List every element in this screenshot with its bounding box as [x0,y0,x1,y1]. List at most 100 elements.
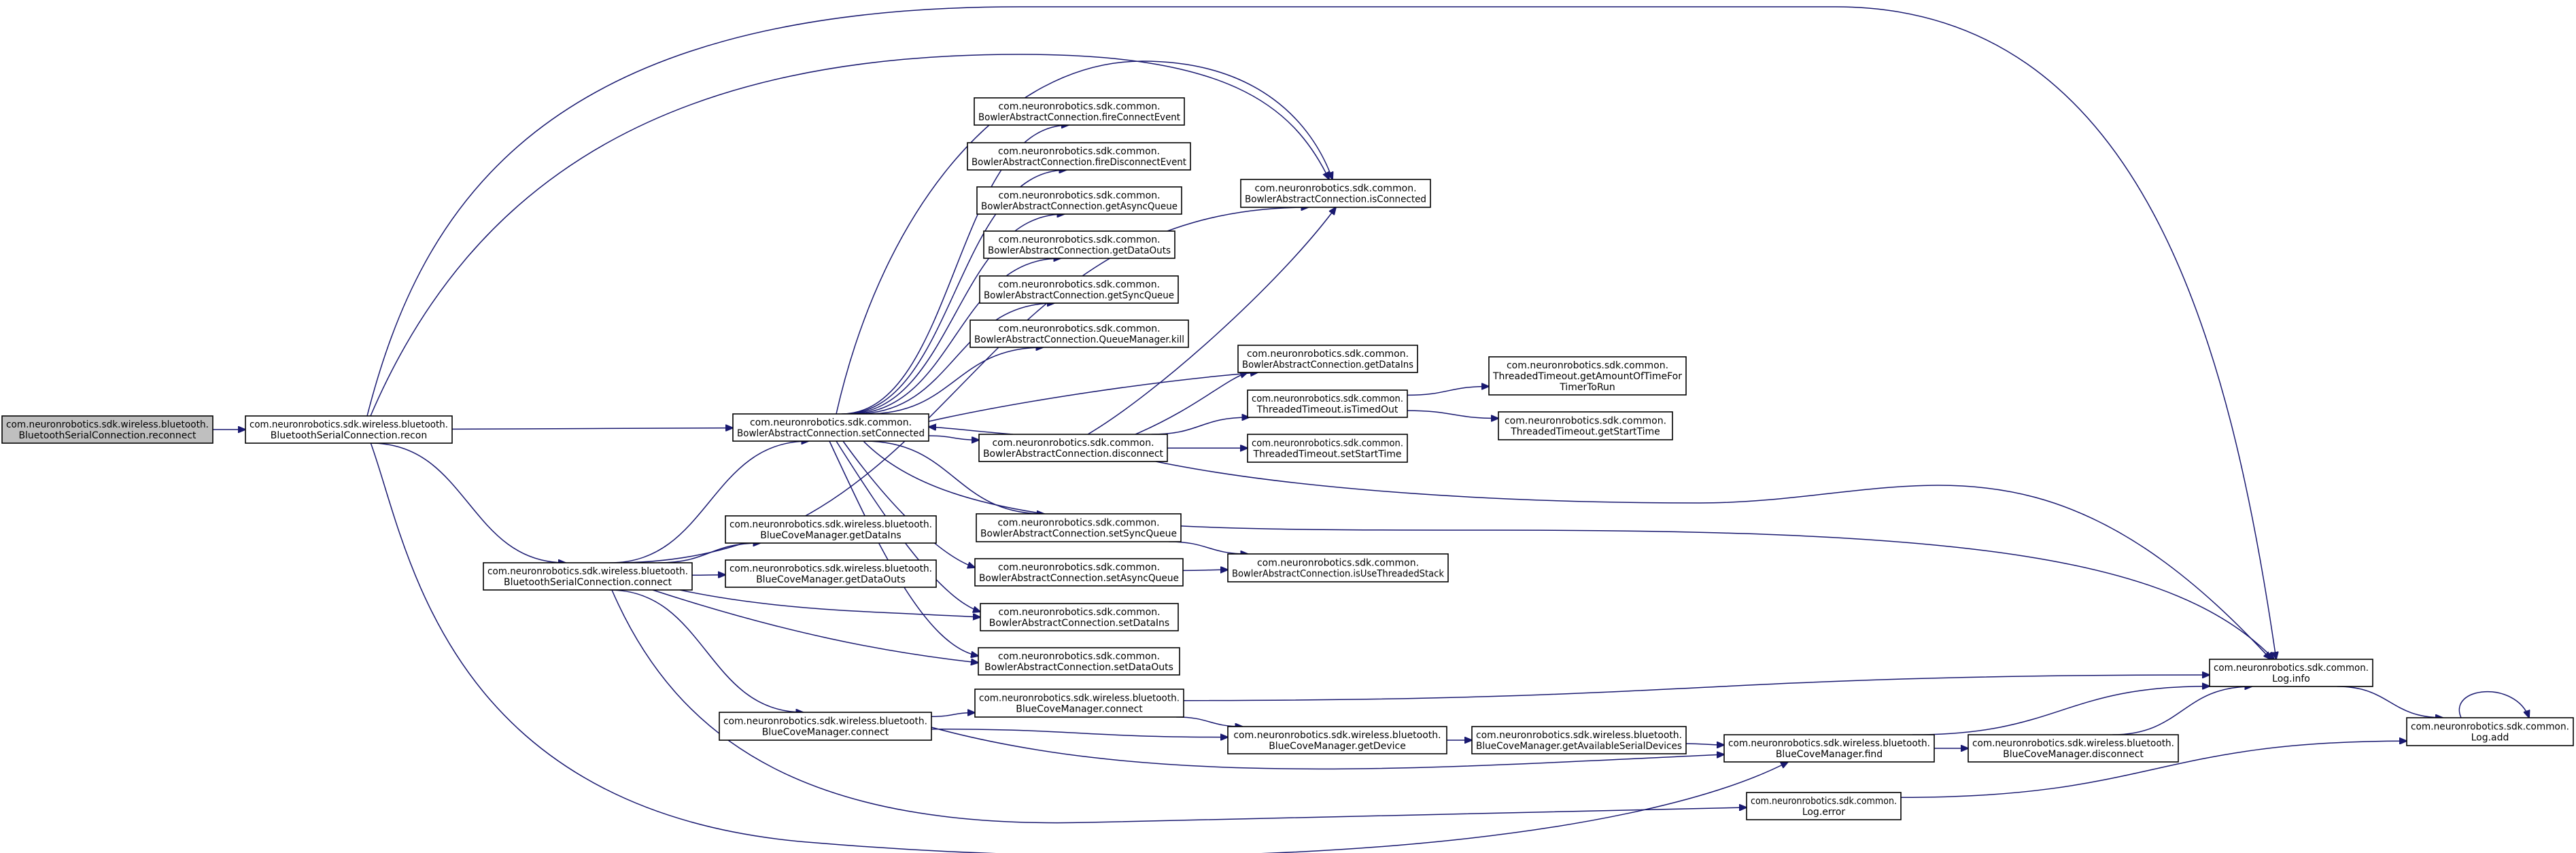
node-bcmConnectA[interactable]: com.neuronrobotics.sdk.wireless.bluetoot… [719,712,932,741]
node-bacGetDataOuts[interactable]: com.neuronrobotics.sdk.common.BowlerAbst… [983,230,1175,259]
node-label-line: BlueCoveManager.disconnect [2003,749,2144,760]
node-box [967,142,1191,171]
edge-bscConnect-to-isConnected [614,207,1309,563]
node-queueKill[interactable]: com.neuronrobotics.sdk.common.BowlerAbst… [969,319,1189,348]
edge-setConnected-to-isConnected [836,60,1333,415]
node-label-line: BowlerAbstractConnection.setAsyncQueue [979,573,1179,584]
node-label-line: ThreadedTimeout.getStartTime [1510,427,1660,438]
node-bscConnect[interactable]: com.neuronrobotics.sdk.wireless.bluetoot… [483,562,693,591]
node-label-line: BowlerAbstractConnection.getSyncQueue [984,290,1174,301]
edge-setConnected-to-queueKill [866,347,1044,415]
node-box [978,647,1180,676]
edge-setConnected-to-getSyncQueue [855,303,1054,415]
node-box [1968,734,2179,763]
node-label-line: com.neuronrobotics.sdk.common. [750,417,912,428]
node-getStartTime[interactable]: com.neuronrobotics.sdk.common.ThreadedTi… [1498,411,1673,440]
node-label-line: BowlerAbstractConnection.fireConnectEven… [978,112,1180,123]
node-label-line: com.neuronrobotics.sdk.common. [997,518,1159,529]
node-box [1,415,213,444]
edge-bscConnect-to-bcmGetDataOuts [691,575,725,576]
node-box [1240,179,1431,208]
node-isUseThreadedStack[interactable]: com.neuronrobotics.sdk.common.BowlerAbst… [1227,553,1449,582]
node-getSyncQueue[interactable]: com.neuronrobotics.sdk.common.BowlerAbst… [979,275,1179,304]
node-box [978,434,1168,462]
node-label-line: com.neuronrobotics.sdk.common. [1505,416,1666,427]
node-label-line: com.neuronrobotics.sdk.wireless.bluetoot… [1233,730,1441,741]
node-logError[interactable]: com.neuronrobotics.sdk.common.Log.error [1746,792,1902,820]
node-isTimedOut[interactable]: com.neuronrobotics.sdk.common.ThreadedTi… [1247,389,1408,418]
node-bcmGetDataIns[interactable]: com.neuronrobotics.sdk.wireless.bluetoot… [725,515,937,544]
edge-setSyncQueue-to-isUseThreadedStack [1169,541,1248,554]
node-label-line: com.neuronrobotics.sdk.common. [998,279,1160,290]
node-label-line: com.neuronrobotics.sdk.wireless.bluetoot… [250,419,448,430]
node-label-line: ThreadedTimeout.setStartTime [1253,449,1402,460]
node-label-line: TimerToRun [1559,382,1615,393]
node-label-line: com.neuronrobotics.sdk.common. [998,562,1160,573]
edge-setConnected-to-setSyncQueue [864,440,1044,514]
node-fireDisconnectEvent[interactable]: com.neuronrobotics.sdk.common.BowlerAbst… [967,142,1191,171]
node-getDevice[interactable]: com.neuronrobotics.sdk.wireless.bluetoot… [1227,726,1447,754]
node-bcmConnectB[interactable]: com.neuronrobotics.sdk.wireless.bluetoot… [974,689,1184,718]
node-box [2406,717,2574,746]
node-getAmountOfTime[interactable]: com.neuronrobotics.sdk.common.ThreadedTi… [1488,356,1687,396]
node-label-line: BlueCoveManager.getDataOuts [756,574,906,585]
node-recon[interactable]: com.neuronrobotics.sdk.wireless.bluetoot… [245,415,453,444]
node-setStartTime[interactable]: com.neuronrobotics.sdk.common.ThreadedTi… [1247,434,1408,463]
node-bacGetDataIns[interactable]: com.neuronrobotics.sdk.common.BowlerAbst… [1237,345,1418,373]
node-label-line: BowlerAbstractConnection.setDataIns [989,618,1169,629]
node-label-line: BowlerAbstractConnection.isConnected [1245,194,1426,205]
node-label-line: com.neuronrobotics.sdk.wireless.bluetoot… [1728,738,1930,749]
edge-setConnected-to-logInfo [863,440,2274,659]
node-label-line: com.neuronrobotics.sdk.wireless.bluetoot… [723,716,927,727]
node-isConnected[interactable]: com.neuronrobotics.sdk.common.BowlerAbst… [1240,179,1431,208]
edge-disconnect-to-logInfo [1155,461,2271,659]
node-setAsyncQueue[interactable]: com.neuronrobotics.sdk.common.BowlerAbst… [974,558,1184,587]
edge-isTimedOut-to-getAmountOfTime [1407,387,1489,396]
node-label-line: BlueCoveManager.connect [762,727,889,738]
node-find[interactable]: com.neuronrobotics.sdk.wireless.bluetoot… [1723,734,1935,763]
node-logInfo[interactable]: com.neuronrobotics.sdk.common.Log.info [2209,659,2373,687]
edge-getAvailableSerialDevices-to-find [1685,744,1724,745]
node-fireConnectEvent[interactable]: com.neuronrobotics.sdk.common.BowlerAbst… [974,97,1185,126]
edge-setConnected-to-fireConnectEvent [841,125,1069,415]
node-label-line: BlueCoveManager.getDevice [1269,741,1406,752]
edge-recon-to-isConnected [370,54,1329,417]
node-label-line: com.neuronrobotics.sdk.common. [998,651,1160,662]
node-setConnected[interactable]: com.neuronrobotics.sdk.common.BowlerAbst… [732,413,929,442]
node-logAdd[interactable]: com.neuronrobotics.sdk.common.Log.add [2406,717,2574,746]
node-setDataIns[interactable]: com.neuronrobotics.sdk.common.BowlerAbst… [980,603,1179,631]
node-box [979,275,1179,304]
node-label-line: BluetoothSerialConnection.reconnect [18,430,196,441]
edge-setConnected-to-fireDisconnectEvent [843,170,1066,415]
node-label-line: BowlerAbstractConnection.setDataOuts [984,662,1173,673]
nodes-layer: com.neuronrobotics.sdk.wireless.bluetoot… [1,97,2574,820]
node-box [1498,411,1673,440]
edge-disconnect-to-isConnected [1087,207,1336,435]
node-label-line: BowlerAbstractConnection.fireDisconnectE… [972,157,1186,168]
node-label-line: BowlerAbstractConnection.setConnected [737,428,925,439]
node-label-line: BluetoothSerialConnection.connect [504,577,672,588]
node-getAvailableSerialDevices[interactable]: com.neuronrobotics.sdk.wireless.bluetoot… [1471,726,1687,754]
node-box [1237,345,1418,373]
edge-disconnect-to-setConnected [929,427,1014,435]
node-setSyncQueue[interactable]: com.neuronrobotics.sdk.common.BowlerAbst… [976,513,1182,542]
node-bcmDisconnect[interactable]: com.neuronrobotics.sdk.wireless.bluetoot… [1968,734,2179,763]
node-label-line: com.neuronrobotics.sdk.common. [998,607,1160,618]
node-reconnect[interactable]: com.neuronrobotics.sdk.wireless.bluetoot… [1,415,213,444]
node-box [983,230,1175,259]
node-label-line: ThreadedTimeout.isTimedOut [1256,404,1398,415]
node-label-line: BowlerAbstractConnection.getAsyncQueue [981,201,1178,212]
node-label-line: BowlerAbstractConnection.getDataIns [1242,360,1413,370]
node-box [483,562,693,591]
node-disconnect[interactable]: com.neuronrobotics.sdk.common.BowlerAbst… [978,434,1168,462]
node-box [1227,726,1447,754]
node-bcmGetDataOuts[interactable]: com.neuronrobotics.sdk.wireless.bluetoot… [725,559,937,588]
node-label-line: com.neuronrobotics.sdk.wireless.bluetoot… [6,419,209,430]
edge-bcmConnectB-to-getDevice [1176,716,1243,727]
edge-logAdd-to-logAdd [2458,691,2529,718]
node-setDataOuts[interactable]: com.neuronrobotics.sdk.common.BowlerAbst… [978,647,1180,676]
node-getAsyncQueue[interactable]: com.neuronrobotics.sdk.common.BowlerAbst… [976,186,1182,215]
node-label-line: BowlerAbstractConnection.disconnect [983,449,1163,459]
edge-isTimedOut-to-getStartTime [1407,410,1498,418]
edge-bscConnect-to-setDataIns [679,589,980,617]
